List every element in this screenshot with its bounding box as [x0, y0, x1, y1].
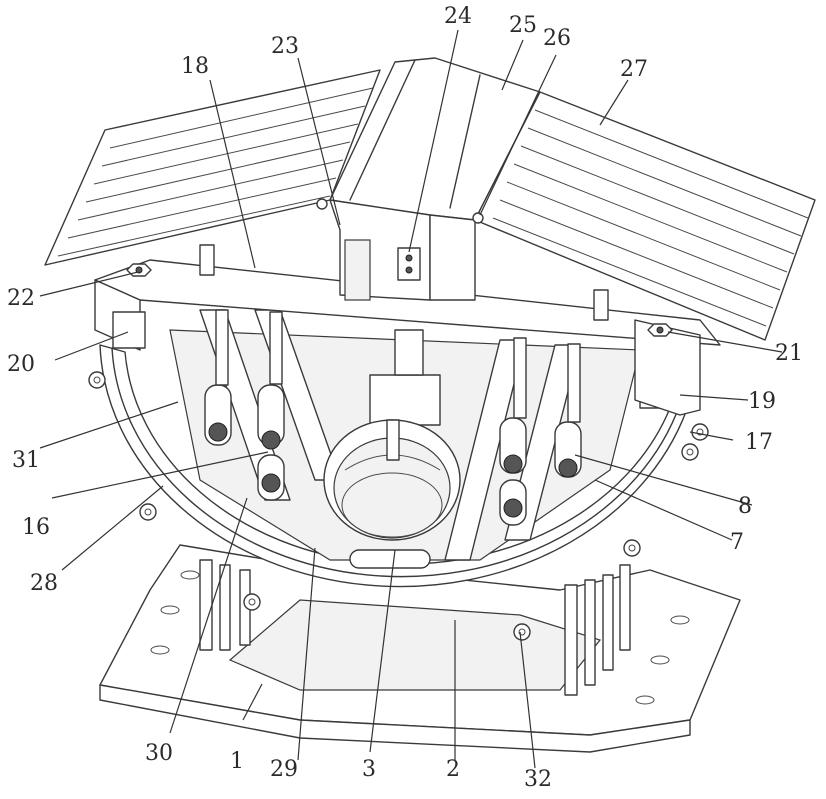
piston-tubes — [204, 309, 582, 526]
label-2: 2 — [446, 757, 460, 782]
cross-beam — [94, 259, 721, 416]
support-rods — [199, 559, 631, 696]
label-26: 26 — [543, 26, 571, 51]
roof-panel-left — [44, 69, 381, 266]
label-22: 22 — [7, 286, 35, 311]
arc-frame — [88, 344, 709, 641]
roof-center — [329, 57, 541, 301]
label-16: 16 — [22, 515, 50, 540]
callout-labels: 1 2 3 7 8 16 17 18 19 20 21 22 23 24 25 … — [7, 4, 803, 792]
central-cylinder — [323, 329, 461, 569]
label-30: 30 — [145, 741, 173, 766]
roof-panel-right — [472, 91, 816, 341]
label-21: 21 — [775, 341, 803, 366]
label-29: 29 — [270, 757, 298, 782]
leader-lines — [39, 29, 783, 769]
label-7: 7 — [730, 530, 744, 555]
label-27: 27 — [620, 57, 648, 82]
label-1: 1 — [230, 749, 244, 774]
label-19: 19 — [748, 389, 776, 414]
label-28: 28 — [30, 571, 58, 596]
label-32: 32 — [524, 767, 552, 792]
label-20: 20 — [7, 352, 35, 377]
label-18: 18 — [181, 54, 209, 79]
label-3: 3 — [362, 757, 376, 782]
label-24: 24 — [444, 4, 472, 29]
label-8: 8 — [738, 494, 752, 519]
label-25: 25 — [509, 13, 537, 38]
roof-posts — [199, 244, 609, 321]
label-17: 17 — [745, 430, 773, 455]
label-31: 31 — [12, 448, 40, 473]
label-23: 23 — [271, 34, 299, 59]
